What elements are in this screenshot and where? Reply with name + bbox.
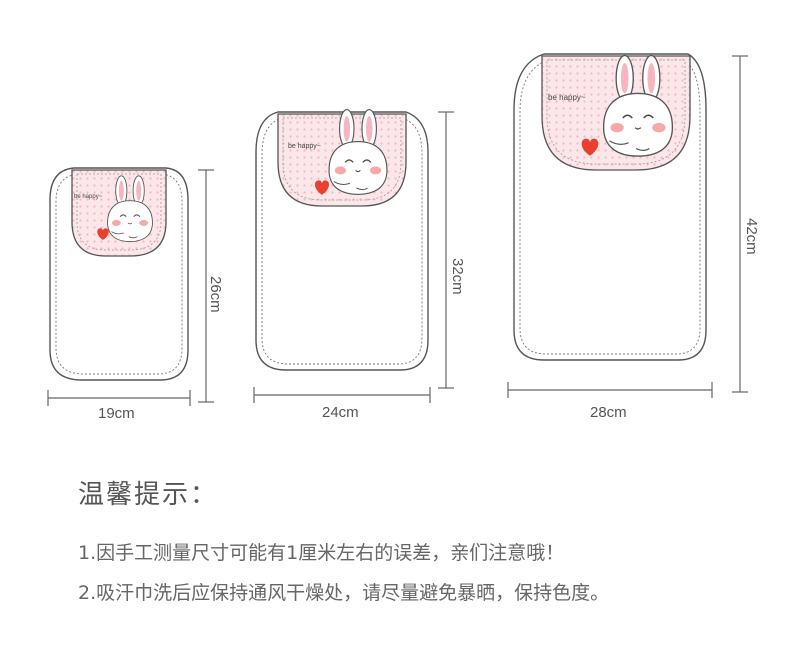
- width-label-medium: 24cm: [322, 404, 359, 421]
- tip-item-1: 1.因手工测量尺寸可能有1厘米左右的误差，亲们注意哦！: [78, 542, 565, 564]
- dimension-lines: [47, 55, 748, 406]
- towel-small: be happy~: [49, 167, 189, 381]
- tip-item-2: 2.吸汗巾洗后应保持通风干燥处，请尽量避免暴晒，保持色度。: [78, 582, 610, 604]
- height-label-medium: 32cm: [449, 258, 466, 295]
- print-text-large: be happy~: [548, 93, 586, 102]
- product-size-diagram: be happy~ be happy~ be happy~: [47, 53, 760, 422]
- towel-medium: be happy~: [255, 108, 429, 371]
- height-label-small: 26cm: [207, 276, 224, 313]
- height-label-large: 42cm: [743, 218, 760, 255]
- width-label-large: 28cm: [590, 404, 627, 421]
- print-text-medium: be happy~: [288, 143, 321, 150]
- towel-large: be happy~: [513, 53, 707, 361]
- print-text-small: be happy~: [74, 194, 103, 200]
- tips-title: 温馨提示：: [78, 480, 219, 510]
- width-label-small: 19cm: [98, 405, 135, 422]
